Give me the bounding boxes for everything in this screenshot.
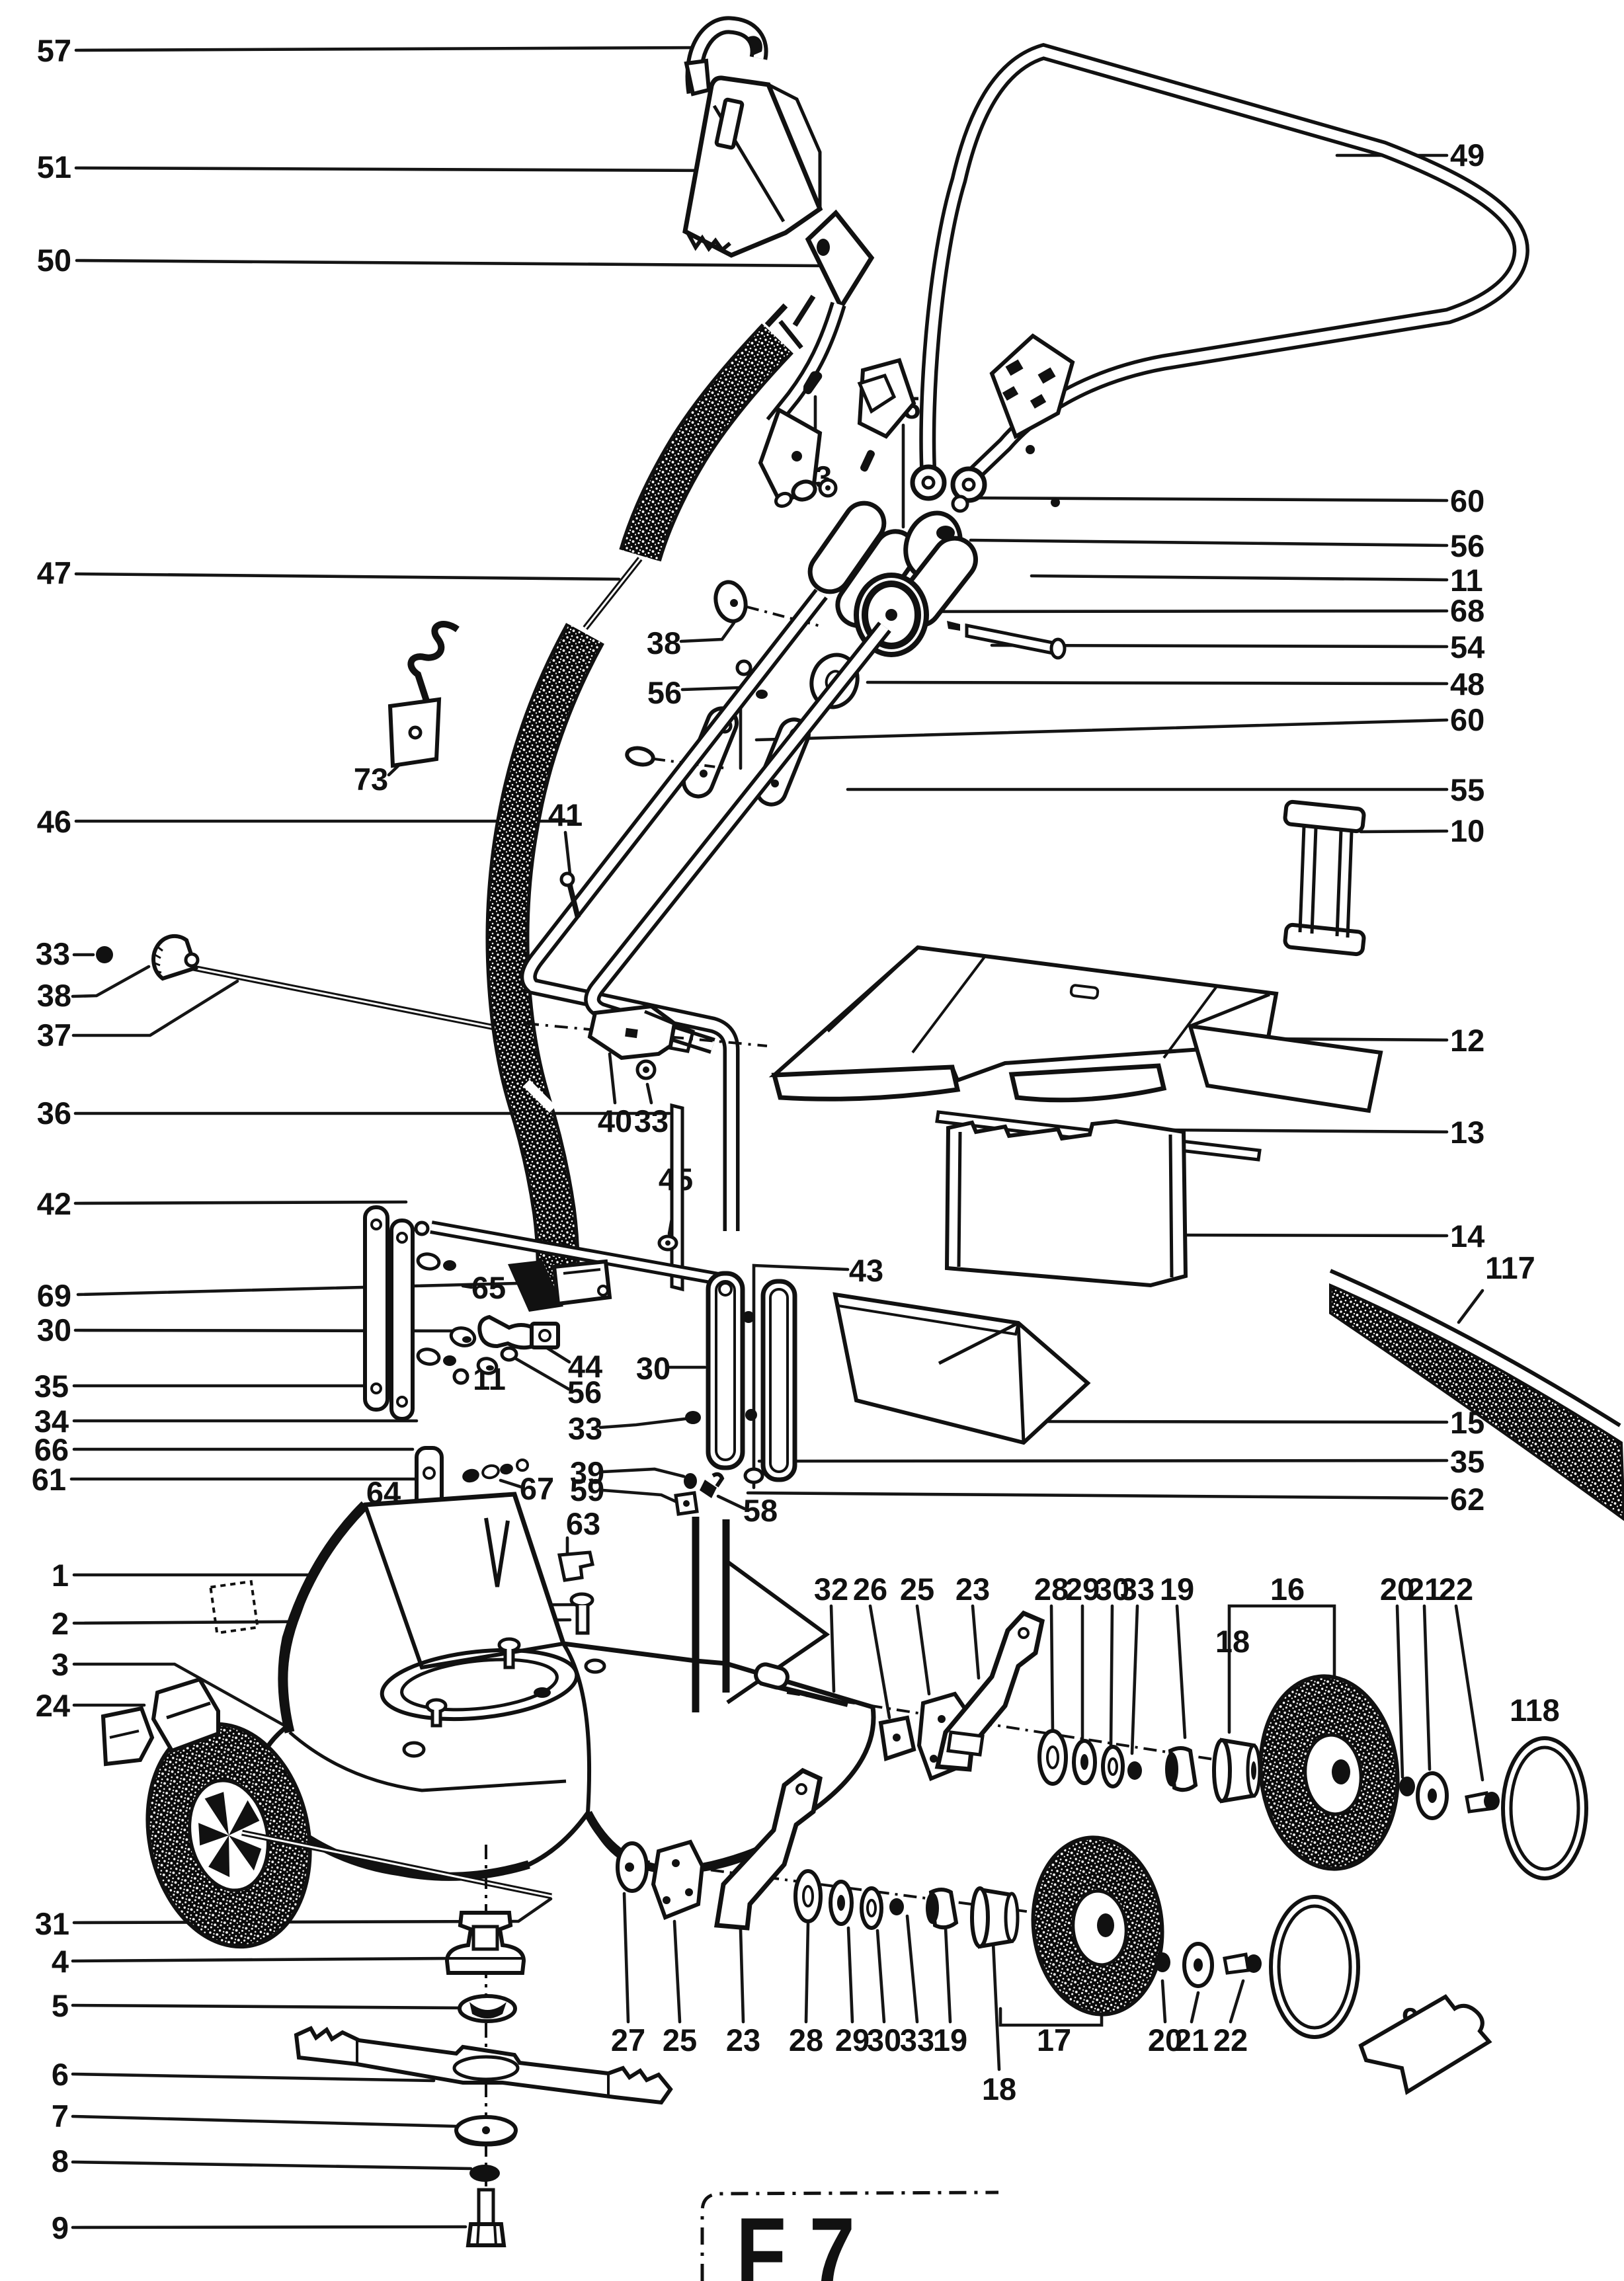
svg-text:44: 44 — [568, 1349, 602, 1384]
svg-text:69: 69 — [37, 1278, 71, 1313]
svg-text:46: 46 — [37, 804, 71, 839]
svg-text:28: 28 — [1034, 1572, 1069, 1607]
svg-text:30: 30 — [867, 2022, 901, 2058]
svg-text:56: 56 — [1450, 528, 1484, 563]
svg-text:33: 33 — [1120, 1572, 1155, 1607]
svg-text:33: 33 — [36, 936, 70, 971]
svg-text:41: 41 — [548, 797, 583, 832]
svg-text:47: 47 — [37, 555, 71, 590]
svg-text:30: 30 — [636, 1351, 670, 1386]
svg-text:42: 42 — [37, 1186, 71, 1221]
svg-text:23: 23 — [726, 2022, 760, 2058]
svg-text:35: 35 — [34, 1369, 69, 1404]
svg-text:20: 20 — [1148, 2022, 1182, 2058]
svg-text:66: 66 — [34, 1432, 69, 1467]
svg-text:50: 50 — [37, 243, 71, 278]
svg-text:24: 24 — [36, 1688, 70, 1723]
svg-text:9: 9 — [52, 2210, 69, 2245]
svg-text:33: 33 — [634, 1103, 669, 1139]
svg-text:28: 28 — [789, 2022, 823, 2058]
svg-text:18: 18 — [1215, 1624, 1250, 1659]
svg-text:26: 26 — [853, 1572, 887, 1607]
svg-text:60: 60 — [1450, 483, 1484, 518]
svg-text:39: 39 — [570, 1455, 604, 1490]
svg-text:32: 32 — [814, 1572, 848, 1607]
svg-text:31: 31 — [35, 1906, 69, 1941]
svg-text:33: 33 — [900, 2022, 934, 2058]
svg-text:11: 11 — [1450, 563, 1483, 598]
svg-text:19: 19 — [933, 2022, 967, 2058]
svg-text:23: 23 — [955, 1572, 990, 1607]
svg-text:27: 27 — [611, 2022, 645, 2058]
svg-text:1: 1 — [52, 1558, 69, 1593]
svg-text:30: 30 — [37, 1312, 71, 1347]
svg-text:43: 43 — [849, 1253, 883, 1288]
svg-text:30: 30 — [1095, 1572, 1129, 1607]
svg-text:25: 25 — [900, 1572, 934, 1607]
svg-text:3: 3 — [52, 1647, 69, 1682]
svg-text:12: 12 — [1450, 1023, 1484, 1058]
svg-text:56: 56 — [647, 675, 682, 710]
svg-text:4: 4 — [52, 1944, 69, 1979]
svg-text:35: 35 — [1450, 1444, 1484, 1479]
svg-text:58: 58 — [743, 1493, 778, 1528]
svg-text:118: 118 — [1510, 1693, 1560, 1728]
svg-text:22: 22 — [1439, 1572, 1473, 1607]
svg-text:51: 51 — [37, 149, 71, 184]
svg-text:29: 29 — [1065, 1572, 1100, 1607]
svg-text:57: 57 — [37, 33, 71, 68]
svg-text:5: 5 — [52, 1988, 69, 2023]
svg-text:68: 68 — [1450, 593, 1484, 628]
svg-text:16: 16 — [1270, 1572, 1305, 1607]
svg-text:25: 25 — [663, 2022, 697, 2058]
svg-text:49: 49 — [1450, 138, 1484, 173]
svg-text:38: 38 — [37, 978, 71, 1013]
svg-text:17: 17 — [1037, 2022, 1071, 2058]
svg-text:19: 19 — [1160, 1572, 1194, 1607]
svg-text:22: 22 — [1213, 2022, 1248, 2058]
svg-text:48: 48 — [1450, 666, 1484, 701]
svg-text:13: 13 — [1450, 1115, 1484, 1150]
svg-text:34: 34 — [34, 1404, 69, 1439]
svg-text:8: 8 — [52, 2143, 69, 2179]
svg-text:60: 60 — [1450, 702, 1484, 737]
svg-text:67: 67 — [520, 1471, 554, 1506]
svg-text:20: 20 — [1380, 1572, 1414, 1607]
svg-text:29: 29 — [835, 2022, 870, 2058]
svg-text:F 7: F 7 — [736, 2197, 855, 2281]
svg-text:10: 10 — [1450, 813, 1484, 848]
svg-text:40: 40 — [598, 1103, 632, 1139]
svg-text:14: 14 — [1450, 1219, 1484, 1254]
svg-text:33: 33 — [568, 1411, 602, 1446]
svg-text:2: 2 — [52, 1606, 69, 1641]
svg-text:55: 55 — [1450, 772, 1484, 807]
svg-text:36: 36 — [37, 1096, 71, 1131]
svg-text:73: 73 — [354, 762, 388, 797]
svg-text:59: 59 — [570, 1472, 604, 1507]
svg-text:21: 21 — [1407, 1572, 1441, 1607]
svg-text:38: 38 — [647, 625, 681, 660]
svg-text:54: 54 — [1450, 629, 1484, 664]
svg-text:62: 62 — [1450, 1482, 1484, 1517]
svg-text:37: 37 — [37, 1018, 71, 1053]
svg-text:18: 18 — [982, 2071, 1016, 2106]
svg-text:6: 6 — [52, 2057, 69, 2092]
svg-text:63: 63 — [566, 1506, 600, 1541]
svg-text:117: 117 — [1485, 1250, 1535, 1285]
svg-text:61: 61 — [32, 1462, 66, 1497]
svg-text:7: 7 — [52, 2099, 69, 2134]
svg-text:65: 65 — [471, 1270, 506, 1305]
svg-text:21: 21 — [1174, 2022, 1209, 2058]
svg-text:56: 56 — [567, 1375, 602, 1410]
